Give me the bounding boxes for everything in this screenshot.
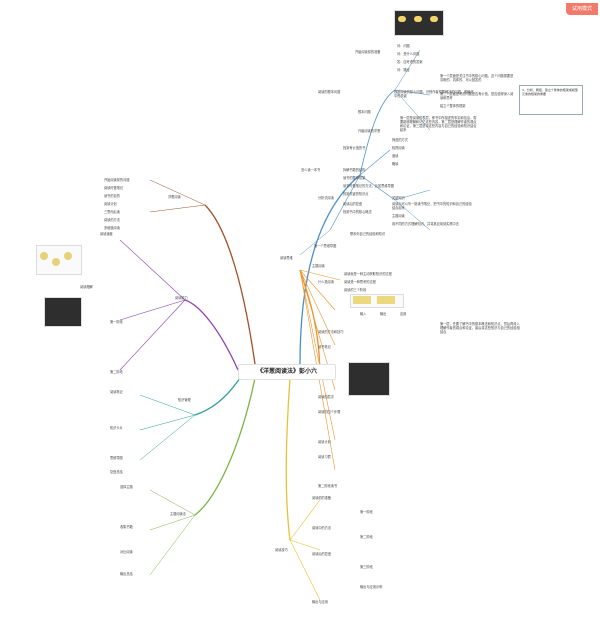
node-b1c1[interactable]: 第一层是阅读的表层，即书中所描述的事实和信息，需要能够理解和记忆这些内容，第二层… bbox=[400, 116, 477, 132]
node-b2f1[interactable]: 关键知识 bbox=[392, 196, 405, 200]
node-b5c[interactable]: 读书的目的 bbox=[104, 194, 120, 198]
node-b3b4[interactable]: 输入 bbox=[360, 312, 367, 316]
thumb-node-icon bbox=[398, 16, 406, 22]
node-b1a3[interactable]: 答：应考虑的答案 bbox=[397, 60, 423, 64]
thumb-node-icon bbox=[430, 16, 438, 22]
node-b3d[interactable]: 读书笔记 bbox=[318, 345, 331, 349]
node-b2a4[interactable]: 略读 bbox=[392, 162, 399, 166]
flow-step-icon bbox=[353, 296, 371, 304]
node-b4g[interactable]: 输出与应用 bbox=[312, 600, 328, 604]
node-b3b[interactable]: 什么是阅读 bbox=[318, 280, 334, 284]
node-b2b[interactable]: 拆解书籍的结构 bbox=[343, 168, 366, 172]
callout-note: 3、分析、概括、建立个整体的框架或模型元素的框架的重要 bbox=[519, 85, 583, 115]
node-b2c[interactable]: 读书的整体框架 bbox=[343, 176, 366, 180]
node-b2j[interactable]: 第一个思维导图 bbox=[314, 244, 337, 248]
node-b6d[interactable]: 第二阶段 bbox=[110, 370, 123, 374]
node-b2h[interactable]: 找到书中的核心概念 bbox=[343, 210, 372, 214]
node-b2d[interactable]: 分析式阅读 bbox=[318, 196, 334, 200]
node-b1a2[interactable]: 问：是什么问题 bbox=[397, 52, 420, 56]
node-b3a[interactable]: 主题阅读 bbox=[312, 264, 325, 268]
node-b3b5[interactable]: 输出 bbox=[380, 312, 387, 316]
reading-diagram-thumbnail bbox=[348, 362, 390, 396]
node-b6c[interactable]: 第一阶段 bbox=[110, 320, 123, 324]
node-b7[interactable]: 知识管理 bbox=[178, 398, 191, 402]
node-b1a4[interactable]: 问：路径 bbox=[397, 68, 410, 72]
node-b1b[interactable]: 根本问题 bbox=[358, 110, 371, 114]
node-b7c[interactable]: 思维导图 bbox=[110, 456, 123, 460]
bubble-icon bbox=[52, 258, 60, 266]
node-b2[interactable]: 怎么读一本书 bbox=[301, 168, 321, 172]
node-b7d[interactable]: 复盘总结 bbox=[110, 470, 123, 474]
node-b4b[interactable]: 阅读中的方法 bbox=[312, 526, 332, 530]
node-b2i[interactable]: 联系你自己的经验和知识 bbox=[350, 232, 386, 236]
node-b6[interactable]: 阅读能力 bbox=[175, 296, 188, 300]
node-b2a3[interactable]: 速读 bbox=[392, 154, 399, 158]
node-b5b[interactable]: 阅读时做笔记 bbox=[104, 186, 124, 190]
node-b2h1[interactable]: 阅读后可以写一篇读书笔记，把书中的知识和自己的经验结合起来 bbox=[392, 202, 472, 210]
node-b4a[interactable]: 阅读前的准备 bbox=[312, 496, 332, 500]
node-b2f[interactable]: 找到关键的知识点 bbox=[343, 192, 369, 196]
node-b3b3[interactable]: 阅读的三个阶段 bbox=[344, 288, 367, 292]
node-b8d[interactable]: 输出总结 bbox=[120, 572, 133, 576]
node-b3e[interactable]: 阅读的层次 bbox=[318, 395, 334, 399]
node-b8a[interactable]: 选择主题 bbox=[120, 485, 133, 489]
node-b2a[interactable]: 找到有价值的书 bbox=[343, 146, 366, 150]
node-b8c[interactable]: 对比阅读 bbox=[120, 550, 133, 554]
node-b8[interactable]: 主题阅读法 bbox=[170, 512, 186, 516]
node-b1[interactable]: 阅读的根本问题 bbox=[318, 90, 341, 94]
node-b3b2[interactable]: 阅读是一种思考的过程 bbox=[344, 280, 376, 284]
node-b7a[interactable]: 阅读笔记 bbox=[110, 390, 123, 394]
root-node[interactable]: 《洋葱阅读法》彭小六 bbox=[238, 364, 336, 380]
node-b3[interactable]: 阅读思维 bbox=[280, 256, 293, 260]
node-b5f[interactable]: 阅读的方法 bbox=[104, 218, 120, 222]
bubble-icon bbox=[40, 252, 48, 260]
node-b2g[interactable]: 阅读后的复盘 bbox=[343, 202, 363, 206]
node-b3g[interactable]: 阅读计划 bbox=[318, 440, 331, 444]
node-b5d[interactable]: 阅读计划 bbox=[104, 202, 117, 206]
node-b1b2[interactable]: 第一个层面是关注书中的核心问题，这个问题需要是清晰的、具体的、可以回答的 bbox=[440, 74, 514, 82]
node-b3c1[interactable]: 第一层，先要了解书中的基本概念和知识点，然后再深入理解作者的观点和论证，最后将这… bbox=[440, 322, 520, 334]
book-diagram-thumbnail bbox=[394, 10, 444, 36]
node-b4d[interactable]: 第一阶段 bbox=[360, 510, 373, 514]
node-b2a1[interactable]: 筛选的方式 bbox=[392, 138, 408, 142]
node-b1b3[interactable]: 第二个层面是考虑问题是否有价值，是否值得深入阅读和思考 bbox=[440, 92, 514, 100]
node-b2e[interactable]: 读书时做笔记的方法，比如思维导图 bbox=[343, 184, 394, 188]
node-b4c[interactable]: 阅读后的复盘 bbox=[312, 552, 332, 556]
node-b2h3[interactable]: 用不同的方式理解知识，并将其应用到实践中去 bbox=[392, 222, 459, 226]
node-b8b[interactable]: 收集书籍 bbox=[120, 525, 133, 529]
flow-step-icon bbox=[377, 296, 395, 304]
trial-mode-badge[interactable]: 试用模式 bbox=[566, 3, 598, 15]
node-b1b4[interactable]: 建立个整体的框架 bbox=[440, 104, 466, 108]
node-b1a[interactable]: 开始阅读前的准备 bbox=[355, 50, 381, 54]
node-b4e[interactable]: 第二阶段 bbox=[360, 535, 373, 539]
node-b1b1[interactable]: 找到阅读的核心问题，识别作者想要解决的问题，明确书中的关键 bbox=[394, 90, 474, 98]
node-b5e[interactable]: 三思而后读 bbox=[104, 210, 120, 214]
bubble-icon bbox=[64, 252, 72, 260]
thumb-node-icon bbox=[414, 16, 422, 22]
node-b3f[interactable]: 阅读的四个步骤 bbox=[318, 410, 341, 414]
node-b5a[interactable]: 开始阅读前的问题 bbox=[104, 178, 130, 182]
node-b5[interactable]: 洋葱阅读 bbox=[168, 195, 181, 199]
node-b2a2[interactable]: 检视阅读 bbox=[392, 146, 405, 150]
node-b3b1[interactable]: 阅读就是一种主动获取知识的过程 bbox=[344, 272, 392, 276]
node-b4f[interactable]: 第三阶段 bbox=[360, 565, 373, 569]
node-b4h[interactable]: 输出与应用示例 bbox=[360, 585, 383, 589]
bubble-diagram-thumbnail bbox=[36, 245, 82, 275]
node-b3i[interactable]: 第二阶段读书 bbox=[318, 484, 338, 488]
dark-diagram-thumbnail bbox=[44, 297, 82, 327]
node-b3b6[interactable]: 应用 bbox=[400, 312, 407, 316]
node-b3h[interactable]: 阅读习惯 bbox=[318, 455, 331, 459]
node-b6a[interactable]: 阅读速度 bbox=[100, 232, 113, 236]
node-b3c[interactable]: 阅读的方法和技巧 bbox=[318, 330, 344, 334]
node-b2h2[interactable]: 主题阅读 bbox=[392, 214, 405, 218]
node-b1a1[interactable]: 问：问题 bbox=[397, 44, 410, 48]
node-b6b[interactable]: 阅读理解 bbox=[80, 285, 93, 289]
node-b1c[interactable]: 升级阅读的洋葱 bbox=[358, 129, 381, 133]
node-b7b[interactable]: 知识卡片 bbox=[110, 426, 123, 430]
node-b5g[interactable]: 多维度阅读 bbox=[104, 226, 120, 230]
node-b4[interactable]: 阅读技巧 bbox=[275, 548, 288, 552]
